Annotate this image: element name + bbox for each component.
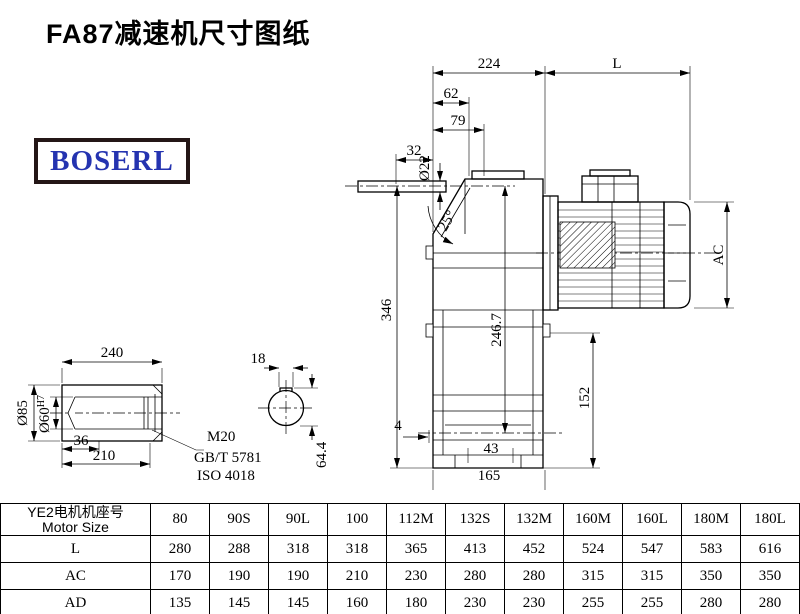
dim-dia60-tolerance: H7 (36, 395, 47, 407)
table-row-AD: AD 135 145 145 160 180 230 230 255 255 2… (0, 589, 800, 614)
table-cell: 280 (445, 562, 505, 590)
table-cell: 315 (563, 562, 623, 590)
dim-64-4: 64.4 (314, 441, 330, 468)
table-cell: 280 (681, 589, 741, 614)
table-cell: 616 (740, 535, 800, 563)
dim-18: 18 (251, 351, 266, 367)
extension-lines (28, 66, 734, 490)
dim-246-7: 246.7 (489, 313, 505, 347)
dimension-lines (31, 70, 730, 468)
table-cell: 190 (268, 562, 328, 590)
table-cell: 413 (445, 535, 505, 563)
dim-36: 36 (74, 433, 90, 449)
dim-43: 43 (484, 441, 499, 457)
dimension-labels: 224 L 62 79 32 Ø22 25° 346 246.7 AC 152 … (15, 56, 727, 484)
table-corner-cell: YE2电机机座号 Motor Size (0, 503, 151, 536)
table-cell: 280 (740, 589, 800, 614)
table-cell: 288 (209, 535, 269, 563)
table-cell: 145 (268, 589, 328, 614)
dim-dia60-main: Ø60 (37, 407, 53, 433)
table-cell: 170 (150, 562, 210, 590)
col-header: 90L (268, 503, 328, 536)
col-header: 112M (386, 503, 446, 536)
dim-165: 165 (478, 468, 501, 484)
table-cell: 315 (622, 562, 682, 590)
col-header: 160L (622, 503, 682, 536)
table-cell: 255 (563, 589, 623, 614)
col-header: 80 (150, 503, 210, 536)
table-cell: 160 (327, 589, 387, 614)
row-label: AC (0, 562, 151, 590)
col-header: 180L (740, 503, 800, 536)
table-cell: 210 (327, 562, 387, 590)
col-header: 180M (681, 503, 741, 536)
col-header: 132M (504, 503, 564, 536)
motor-size-label-en: Motor Size (42, 518, 109, 535)
col-header: 100 (327, 503, 387, 536)
page-title: FA87减速机尺寸图纸 (46, 19, 311, 49)
dim-240: 240 (101, 345, 124, 361)
dim-210: 210 (93, 448, 116, 464)
table-cell: 230 (504, 589, 564, 614)
dim-L: L (612, 56, 621, 72)
stator-hatch (559, 221, 616, 269)
dim-224: 224 (478, 56, 501, 72)
dim-346: 346 (379, 298, 395, 321)
table-cell: 135 (150, 589, 210, 614)
table-cell: 280 (504, 562, 564, 590)
inner-lines (67, 176, 686, 468)
table-cell: 350 (681, 562, 741, 590)
row-label: L (0, 535, 151, 563)
row-label: AD (0, 589, 151, 614)
boserl-logo: BOSERL (34, 138, 190, 184)
dim-dia85: Ø85 (15, 400, 31, 426)
label-m20: M20 (207, 429, 235, 445)
table-cell: 255 (622, 589, 682, 614)
table-cell: 190 (209, 562, 269, 590)
table-cell: 350 (740, 562, 800, 590)
table-cell: 180 (386, 589, 446, 614)
dim-32: 32 (407, 143, 422, 159)
table-cell: 145 (209, 589, 269, 614)
table-row-L: L 280 288 318 318 365 413 452 524 547 58… (0, 535, 800, 563)
dim-dia60H7: Ø60H7 (36, 395, 53, 433)
dim-62: 62 (444, 86, 459, 102)
table-cell: 452 (504, 535, 564, 563)
table-cell: 365 (386, 535, 446, 563)
table-cell: 524 (563, 535, 623, 563)
boserl-logo-text: BOSERL (50, 144, 174, 177)
table-cell: 318 (268, 535, 328, 563)
label-gbt5781: GB/T 5781 (194, 450, 262, 466)
col-header: 160M (563, 503, 623, 536)
table-cell: 318 (327, 535, 387, 563)
motor-size-label-cn: YE2电机机座号 (27, 503, 124, 520)
dim-79: 79 (451, 113, 466, 129)
dim-152: 152 (577, 387, 593, 410)
label-iso4018: ISO 4018 (197, 468, 255, 484)
table-row-AC: AC 170 190 190 210 230 280 280 315 315 3… (0, 562, 800, 590)
part-outlines (61, 169, 691, 469)
col-header: 132S (445, 503, 505, 536)
table-cell: 280 (150, 535, 210, 563)
dim-dia22: Ø22 (417, 155, 433, 181)
dimension-drawing: 224 L 62 79 32 Ø22 25° 346 246.7 AC 152 … (15, 56, 734, 490)
table-cell: 230 (445, 589, 505, 614)
table-cell: 547 (622, 535, 682, 563)
table-header-row: YE2电机机座号 Motor Size 80 90S 90L 100 112M … (0, 503, 800, 536)
dim-AC: AC (711, 245, 727, 266)
table-cell: 230 (386, 562, 446, 590)
col-header: 90S (209, 503, 269, 536)
dim-4: 4 (394, 418, 402, 434)
motor-size-table: YE2电机机座号 Motor Size 80 90S 90L 100 112M … (0, 503, 800, 614)
table-cell: 583 (681, 535, 741, 563)
